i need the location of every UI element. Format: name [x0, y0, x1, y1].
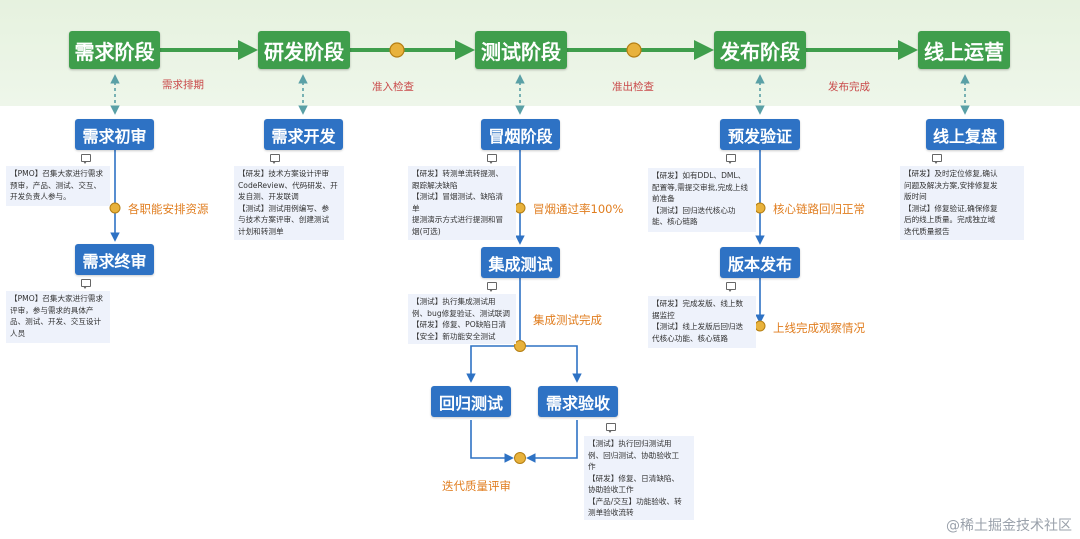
note-icon: [606, 423, 616, 433]
node-integration: 集成测试: [481, 247, 560, 278]
note-demand-dev: 【研发】技术方案设计评审 CodeReview、代码研发、开 发自测、开发联调 …: [234, 166, 344, 240]
note-icon: [932, 154, 942, 164]
note-icon: [487, 154, 497, 164]
note-online-review: 【研发】及时定位修复,确认 问题及解决方案,安排修复发 版时间 【测试】修复验证…: [900, 166, 1024, 240]
note-initial-review: 【PMO】召集大家进行需求 预审，产品、测试、交互、 开发负责人参与。: [6, 166, 110, 206]
note-pre-release: 【研发】如有DDL、DML、 配置等,需提交审批,完成上线 前准备 【测试】回归…: [648, 168, 756, 232]
node-version-release: 版本发布: [720, 247, 800, 278]
cond-resources: 各职能安排资源: [128, 202, 209, 216]
entry-gate-dot: [389, 42, 405, 58]
note-icon: [270, 154, 280, 164]
label-demand-schedule: 需求排期: [162, 79, 204, 91]
sub-flow-arrows: [110, 150, 765, 463]
note-final-review: 【PMO】召集大家进行需求 评审，参与需求的具体产 品、测试、开发、交互设计 人…: [6, 291, 110, 343]
node-initial-review: 需求初审: [75, 119, 154, 150]
cond-core-link: 核心链路回归正常: [773, 202, 865, 216]
note-icon: [81, 154, 91, 164]
stage-online: 线上运营: [918, 31, 1010, 69]
note-icon: [81, 279, 91, 289]
node-acceptance: 需求验收: [538, 386, 618, 417]
stage-test: 测试阶段: [475, 31, 567, 69]
node-demand-dev: 需求开发: [264, 119, 343, 150]
node-online-review: 线上复盘: [926, 119, 1004, 150]
label-release-done: 发布完成: [828, 81, 870, 93]
node-pre-release: 预发验证: [720, 119, 800, 150]
note-icon: [726, 282, 736, 292]
note-version-release: 【研发】完成发版、线上数 据监控 【测试】线上发版后回归迭 代核心功能、核心链路: [648, 296, 756, 348]
note-integration: 【测试】执行集成测试用 例、bug修复验证、测试联调 【研发】修复、PO缺陷日清…: [408, 294, 516, 344]
node-smoke: 冒烟阶段: [481, 119, 560, 150]
stage-demand: 需求阶段: [69, 31, 160, 69]
cond-smoke-pass: 冒烟通过率100%: [533, 202, 624, 216]
cond-integration-done: 集成测试完成: [533, 313, 602, 327]
condition-dots: [109, 202, 766, 464]
node-regression: 回归测试: [431, 386, 511, 417]
note-smoke: 【研发】转测单流转提测、 跟踪解决缺陷 【测试】冒烟测试、缺陷清 单 提测演示方…: [408, 166, 516, 240]
stage-dev: 研发阶段: [258, 31, 350, 69]
label-exit-check: 准出检查: [612, 81, 654, 93]
node-final-review: 需求终审: [75, 244, 154, 275]
note-acceptance: 【测试】执行回归测试用 例、回归测试、协助验收工 作 【研发】修复、日清缺陷、 …: [584, 436, 694, 520]
cond-online-observe: 上线完成观察情况: [773, 321, 865, 335]
stage-release: 发布阶段: [714, 31, 806, 69]
watermark: @稀土掘金技术社区: [946, 518, 1072, 534]
note-icon: [487, 282, 497, 292]
cond-quality-review: 迭代质量评审: [442, 479, 511, 493]
label-entry-check: 准入检查: [372, 81, 414, 93]
note-icon: [726, 154, 736, 164]
stage-sub-links: [110, 74, 970, 115]
exit-gate-dot: [626, 42, 642, 58]
